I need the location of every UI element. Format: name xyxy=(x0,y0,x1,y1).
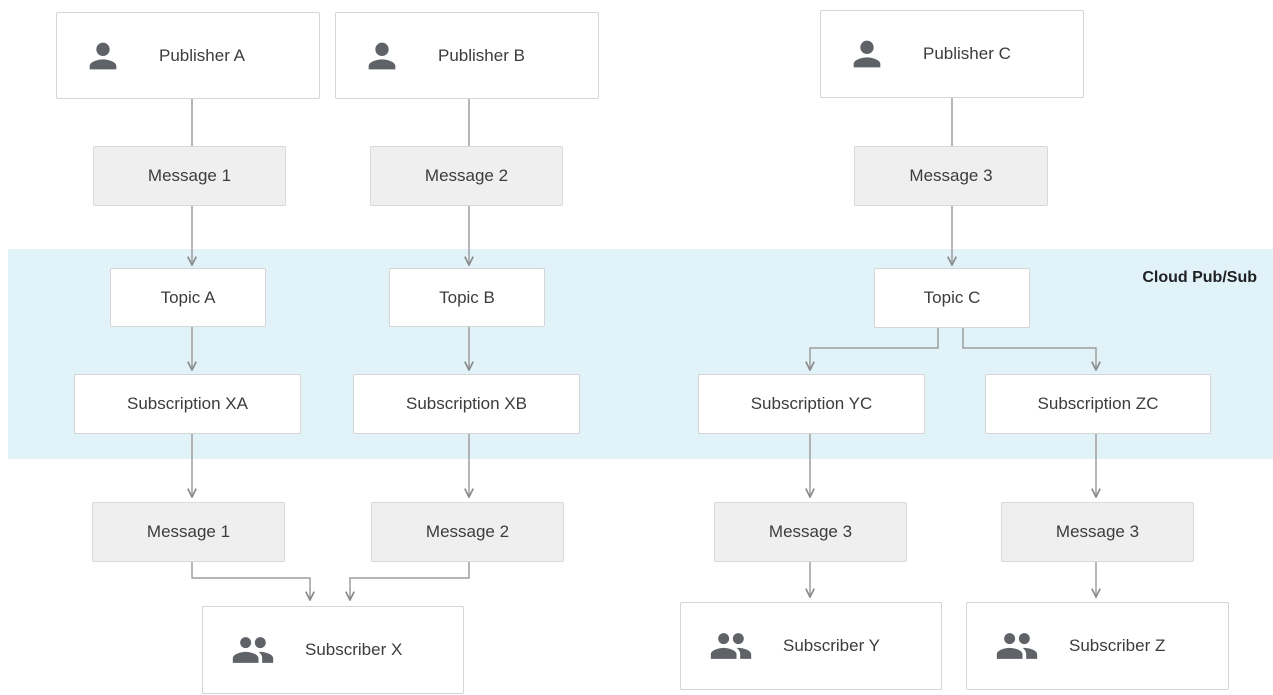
subscription-yc-label: Subscription YC xyxy=(750,394,873,413)
message-in-1-box: Message 1 xyxy=(93,146,286,206)
topic-b-label: Topic B xyxy=(439,287,495,307)
group-icon xyxy=(996,633,1038,659)
subscription-zc-label: Subscription ZC xyxy=(1037,394,1159,413)
group-icon xyxy=(710,633,752,659)
message-out-3z-label: Message 3 xyxy=(1055,522,1140,541)
topic-b-box: Topic B xyxy=(389,268,545,327)
subscription-xa-box: Subscription XA xyxy=(74,374,301,434)
arrow-message1-subscriber-x xyxy=(191,562,310,600)
subscription-zc-box: Subscription ZC xyxy=(985,374,1211,434)
message-out-3y-label: Message 3 xyxy=(768,522,853,541)
publisher-a-box: Publisher A xyxy=(56,12,320,99)
message-in-2-label: Message 2 xyxy=(424,166,509,185)
subscription-yc-box: Subscription YC xyxy=(698,374,925,434)
topic-a-label: Topic A xyxy=(160,287,216,307)
topic-c-box: Topic C xyxy=(874,268,1030,328)
person-icon xyxy=(368,42,396,69)
topic-c-label: Topic C xyxy=(923,288,981,307)
subscription-xb-label: Subscription XB xyxy=(406,394,527,413)
person-icon xyxy=(853,40,881,68)
message-out-1-label: Message 1 xyxy=(146,522,231,541)
cloud-pubsub-label: Cloud Pub/Sub xyxy=(1142,269,1257,286)
topic-a-box: Topic A xyxy=(110,268,266,327)
group-icon xyxy=(232,637,274,663)
publisher-c-box: Publisher C xyxy=(820,10,1084,98)
message-in-2-box: Message 2 xyxy=(370,146,563,206)
subscription-xa-label: Subscription XA xyxy=(127,394,248,413)
publisher-c-label: Publisher C xyxy=(923,44,1011,63)
message-out-2-box: Message 2 xyxy=(371,502,564,562)
publisher-b-box: Publisher B xyxy=(335,12,599,99)
message-out-2-label: Message 2 xyxy=(425,522,510,541)
subscriber-z-box: Subscriber Z xyxy=(966,602,1229,690)
message-out-3z-box: Message 3 xyxy=(1001,502,1194,562)
message-in-1-label: Message 1 xyxy=(147,166,232,185)
message-in-3-label: Message 3 xyxy=(909,166,993,185)
arrow-message2-subscriber-x xyxy=(350,562,470,600)
person-icon xyxy=(89,42,117,69)
subscriber-y-box: Subscriber Y xyxy=(680,602,942,690)
subscriber-z-label: Subscriber Z xyxy=(1069,636,1166,655)
subscriber-x-label: Subscriber X xyxy=(305,640,403,659)
subscriber-y-label: Subscriber Y xyxy=(783,636,881,655)
message-in-3-box: Message 3 xyxy=(854,146,1048,206)
subscription-xb-box: Subscription XB xyxy=(353,374,580,434)
publisher-b-label: Publisher B xyxy=(438,45,525,65)
message-out-3y-box: Message 3 xyxy=(714,502,907,562)
subscriber-x-box: Subscriber X xyxy=(202,606,464,694)
message-out-1-box: Message 1 xyxy=(92,502,285,562)
publisher-a-label: Publisher A xyxy=(159,45,245,65)
